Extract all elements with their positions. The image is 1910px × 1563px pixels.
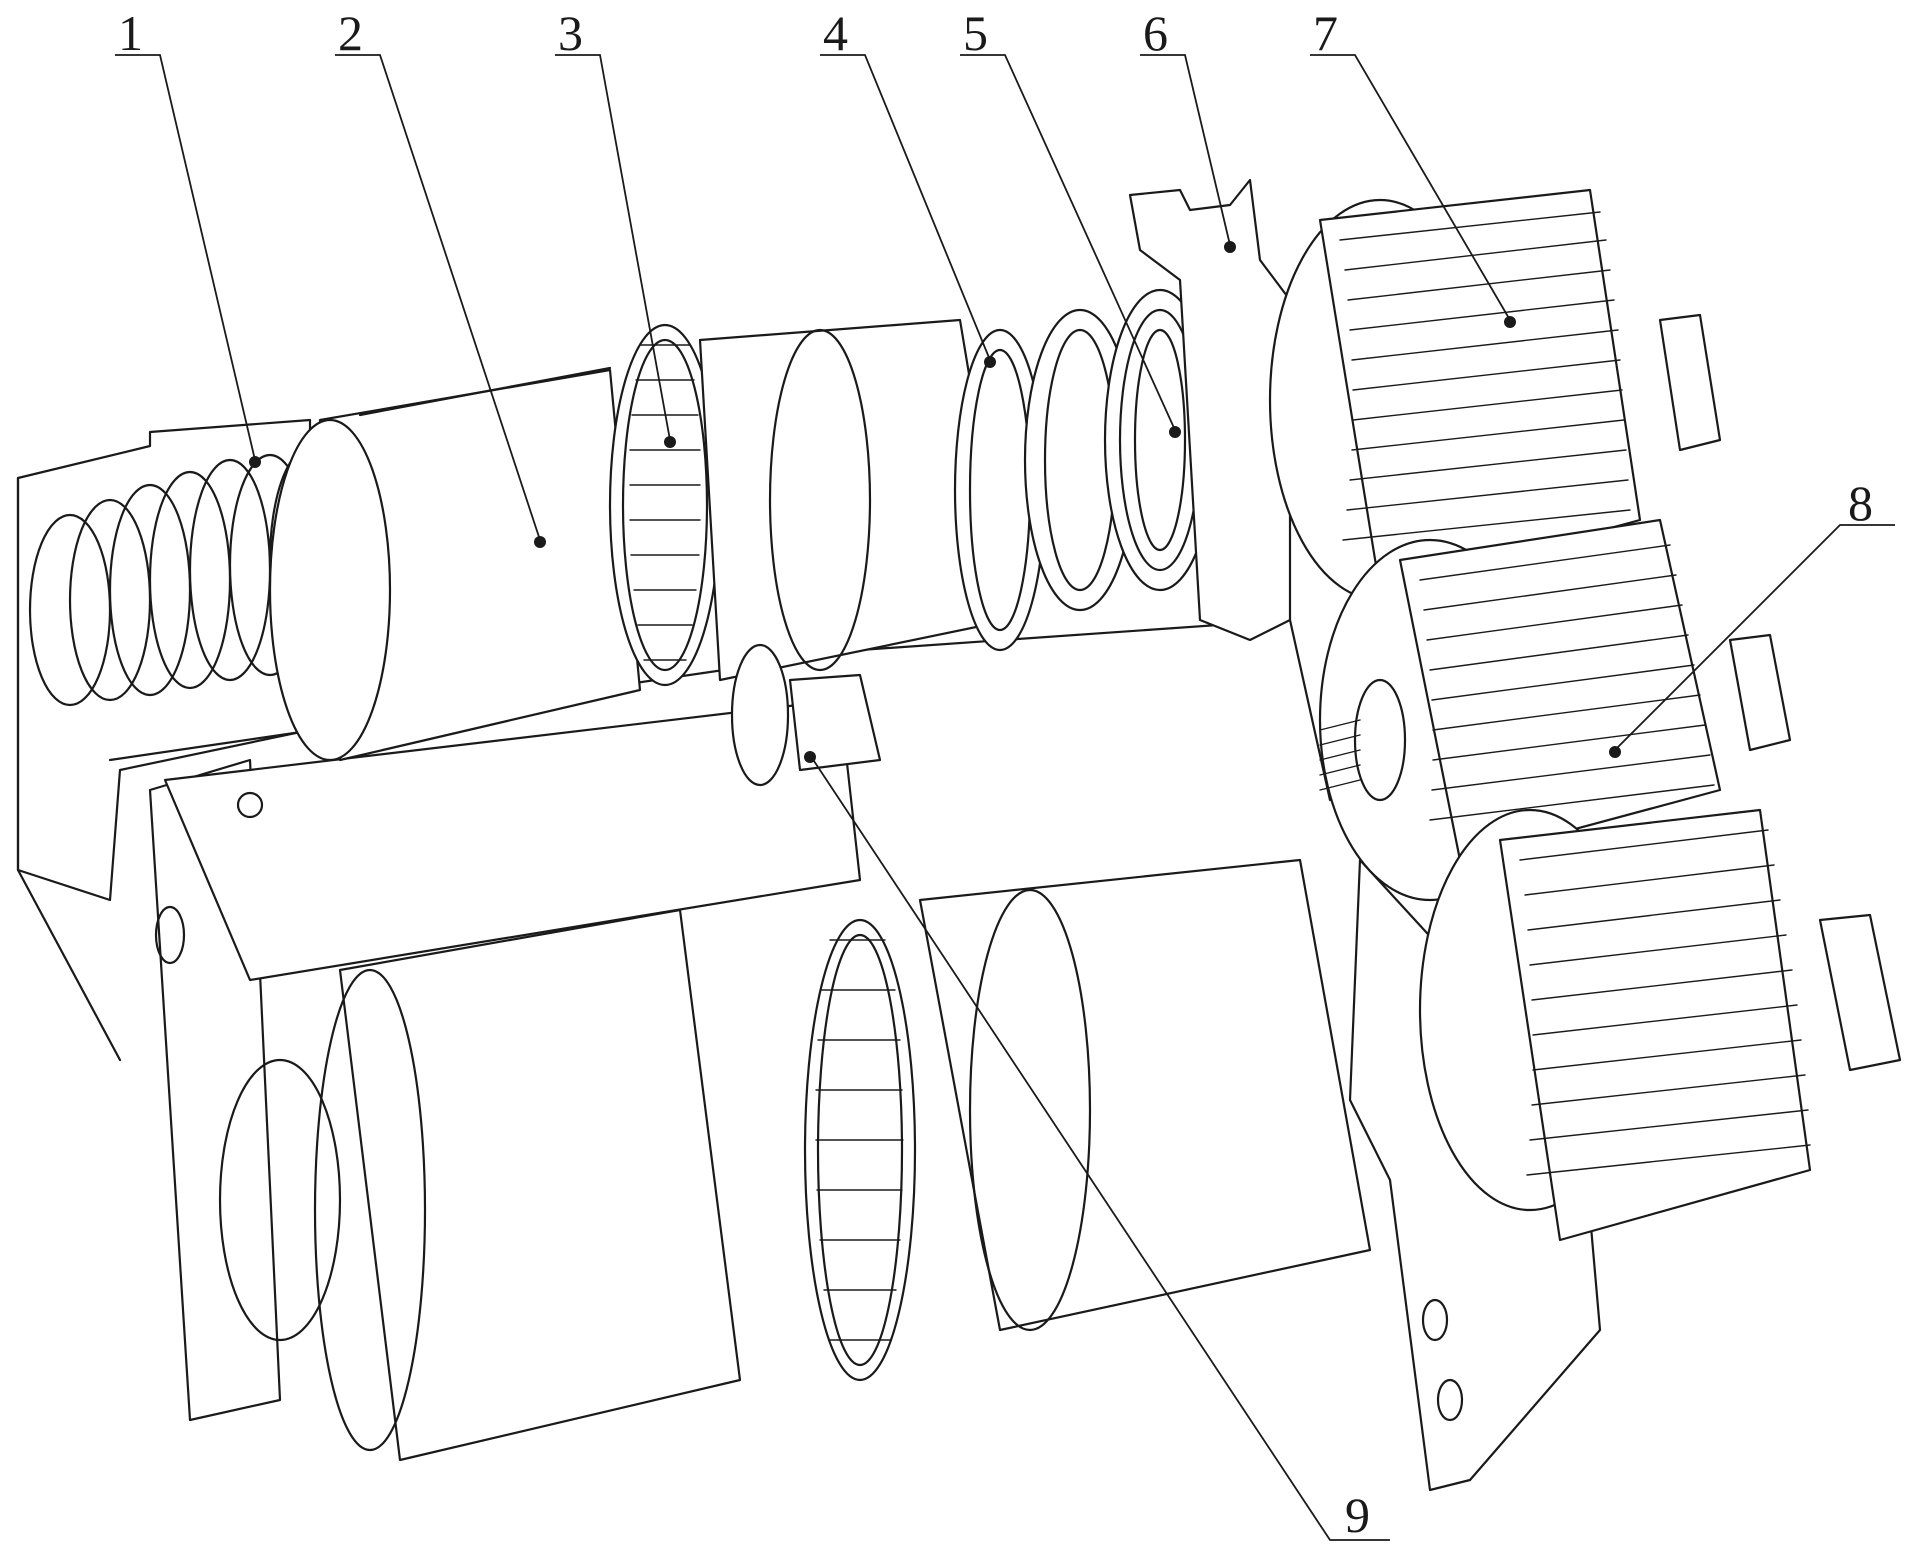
lower-shaft-sleeve [218, 858, 1372, 1462]
callout-labels: 1 2 3 4 5 6 7 8 9 [118, 5, 1873, 1543]
callout-9: 9 [1345, 1487, 1370, 1543]
callout-4: 4 [823, 5, 848, 61]
upper-shaft-middle [698, 318, 1012, 682]
callout-5: 5 [963, 5, 988, 61]
upper-bearing [953, 308, 1137, 652]
callout-1: 1 [118, 5, 143, 61]
small-inner-gear [730, 643, 882, 787]
housing-block [16, 418, 1332, 1422]
upper-spur-gear [1268, 188, 1722, 602]
callout-7: 7 [1313, 5, 1338, 61]
lower-spur-gear [1418, 808, 1902, 1242]
middle-spur-gear [1318, 518, 1792, 902]
leader-lines [115, 54, 1895, 1541]
upper-shaft-sleeve [268, 366, 642, 762]
springs [1319, 719, 1361, 791]
callout-8: 8 [1848, 475, 1873, 531]
callout-6: 6 [1143, 5, 1168, 61]
callout-2: 2 [338, 5, 363, 61]
callout-3: 3 [558, 5, 583, 61]
